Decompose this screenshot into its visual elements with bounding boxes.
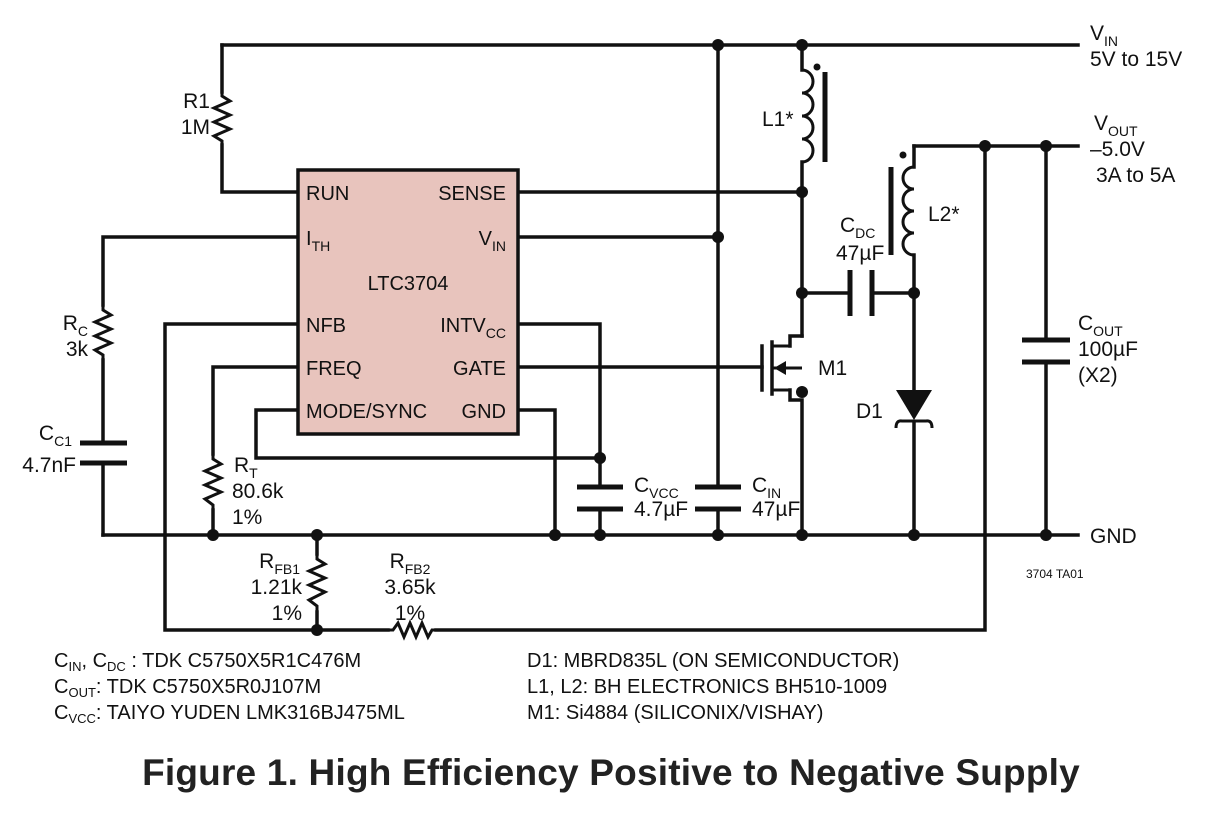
rt-name: RT [234, 454, 258, 481]
note-cout: COUT: TDK C5750X5R0J107M [54, 676, 322, 700]
cvcc-name: CVCC [634, 474, 679, 501]
ic-pin-labels: RUN ITH NFB FREQ MODE/SYNC SENSE VIN INT… [306, 183, 506, 423]
rfb2-name: RFB2 [390, 550, 431, 577]
pin-intvcc: INTVCC [440, 315, 506, 341]
vin-rail-label: VIN [1090, 22, 1118, 49]
pin-freq: FREQ [306, 358, 362, 380]
gnd-rail-label: GND [1090, 525, 1137, 548]
vout-rail-label: VOUT [1094, 112, 1138, 139]
capacitors [80, 270, 1070, 512]
vin-range: 5V to 15V [1090, 48, 1182, 71]
cout-value: 100µF [1078, 338, 1138, 361]
l1-polarity-dot [813, 63, 821, 71]
cc1-name: CC1 [39, 422, 72, 449]
wires [101, 43, 1080, 632]
pin-ith: ITH [306, 228, 330, 254]
rail-labels: VIN 5V to 15V VOUT –5.0V 3A to 5A GND 37… [1026, 22, 1182, 581]
cdc-name: CDC [840, 214, 875, 241]
figure-id: 3704 TA01 [1026, 567, 1084, 581]
pin-sense: SENSE [438, 183, 506, 205]
pin-gate: GATE [453, 358, 506, 380]
component-labels: R1 1M RC 3k CC1 4.7nF RT 80.6k 1% RFB1 1… [22, 90, 1138, 625]
junction-dots [207, 39, 1052, 636]
pin-vin: VIN [479, 228, 506, 254]
note-m1: M1: Si4884 (SILICONIX/VISHAY) [527, 702, 824, 724]
rt-value: 80.6k [232, 480, 284, 503]
rc-resistor [91, 305, 115, 360]
pin-run: RUN [306, 183, 349, 205]
cdc-capacitor [847, 270, 875, 316]
rfb1-name: RFB1 [259, 550, 300, 577]
r1-name: R1 [183, 90, 210, 113]
d1-diode [894, 390, 934, 429]
cvcc-capacitor [577, 484, 623, 512]
l2-inductor [888, 151, 915, 257]
rfb2-value: 3.65k [384, 576, 436, 599]
l2-polarity-dot [899, 151, 907, 159]
d1-name: D1 [856, 400, 883, 423]
rfb1-tolerance: 1% [272, 602, 302, 625]
rfb2-tolerance: 1% [395, 602, 425, 625]
r1-resistor [210, 92, 234, 145]
pin-nfb: NFB [306, 315, 346, 337]
note-d1: D1: MBRD835L (ON SEMICONDUCTOR) [527, 650, 900, 672]
rc-name: RC [63, 312, 88, 339]
cin-value: 47µF [752, 498, 800, 521]
l2-name: L2* [928, 203, 960, 226]
pin-gnd: GND [462, 401, 506, 423]
r1-value: 1M [181, 116, 210, 139]
rfb2-resistor [388, 619, 436, 641]
l1-inductor [801, 63, 828, 164]
cc1-value: 4.7nF [22, 454, 76, 477]
figure-caption: Figure 1. High Efficiency Positive to Ne… [142, 752, 1080, 793]
m1-mosfet [760, 340, 802, 396]
rc-value: 3k [66, 338, 89, 361]
cout-count: (X2) [1078, 364, 1118, 387]
cin-name: CIN [752, 474, 781, 501]
m1-name: M1 [818, 357, 847, 380]
ic-part-number: LTC3704 [368, 273, 449, 295]
resistors [91, 92, 436, 641]
pin-mode-sync: MODE/SYNC [306, 401, 427, 423]
l1-name: L1* [762, 108, 794, 131]
cout-name: COUT [1078, 312, 1123, 339]
note-l1-l2: L1, L2: BH ELECTRONICS BH510-1009 [527, 676, 888, 698]
ltc3704-ic [296, 168, 520, 436]
cc1-capacitor [80, 440, 127, 466]
cout-capacitor [1022, 337, 1070, 365]
note-cin-cdc: CIN, CDC : TDK C5750X5R1C476M [54, 650, 362, 674]
vout-voltage: –5.0V [1090, 138, 1145, 161]
cin-capacitor [695, 484, 741, 512]
rfb1-resistor [305, 554, 329, 612]
cdc-value: 47µF [836, 242, 884, 265]
rt-resistor [201, 454, 225, 510]
note-cvcc: CVCC: TAIYO YUDEN LMK316BJ475ML [54, 702, 405, 726]
rt-tolerance: 1% [232, 506, 262, 529]
cvcc-value: 4.7µF [634, 498, 688, 521]
rfb1-value: 1.21k [251, 576, 303, 599]
vout-current: 3A to 5A [1096, 164, 1175, 187]
